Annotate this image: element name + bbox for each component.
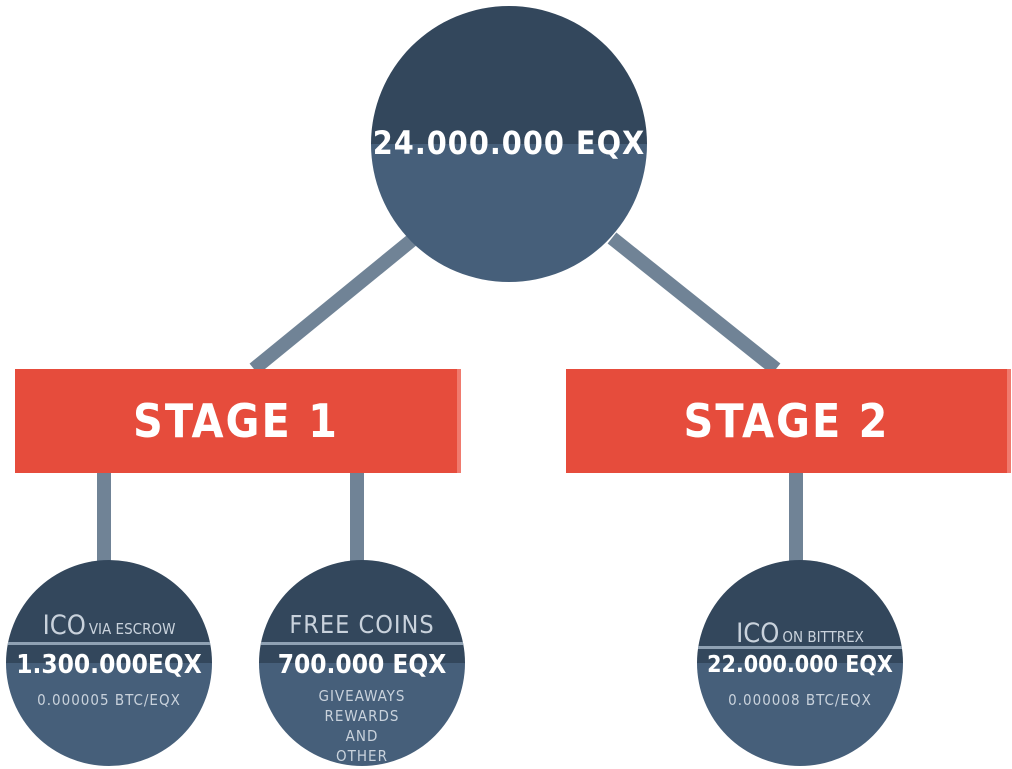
free-coins-heading: FREE COINS xyxy=(289,610,435,639)
ico-escrow-divider xyxy=(6,642,212,645)
free-coins-note: AND xyxy=(345,727,379,745)
connector-root-stage2 xyxy=(607,232,781,375)
stage-2-box: STAGE 2 xyxy=(566,369,1011,473)
ico-bittrex-amount: 22.000.000 EQX xyxy=(707,652,893,678)
ico-escrow-amount: 1.300.000EQX xyxy=(16,650,202,680)
ico-escrow-heading-sub: VIA ESCROW xyxy=(88,620,176,638)
total-supply-value: 24.000.000 EQX xyxy=(372,124,646,162)
free-coins-amount: 700.000 EQX xyxy=(277,650,447,680)
ico-escrow-heading-main: ICO xyxy=(42,610,86,641)
free-coins-node: FREE COINS 700.000 EQX GIVEAWAYS REWARDS… xyxy=(259,560,465,766)
ico-bittrex-divider xyxy=(697,646,903,649)
stage-1-box: STAGE 1 xyxy=(15,369,461,473)
stage-2-label: STAGE 2 xyxy=(683,394,890,448)
ico-escrow-price: 0.000005 BTC/EQX xyxy=(37,691,181,709)
stage-1-label: STAGE 1 xyxy=(133,394,339,448)
ico-bittrex-heading-sub: ON BITTREX xyxy=(782,628,864,646)
free-coins-note: REWARDS xyxy=(324,707,400,725)
ico-bittrex-heading-main: ICO xyxy=(736,618,780,649)
free-coins-divider xyxy=(259,642,465,645)
connector-root-stage1 xyxy=(249,234,417,375)
ico-bittrex-price: 0.000008 BTC/EQX xyxy=(728,691,872,709)
free-coins-notes: GIVEAWAYS REWARDS AND OTHER xyxy=(259,686,465,766)
total-supply-node: 24.000.000 EQX xyxy=(371,6,647,282)
free-coins-note: GIVEAWAYS xyxy=(318,687,406,705)
free-coins-note: OTHER xyxy=(336,747,388,765)
